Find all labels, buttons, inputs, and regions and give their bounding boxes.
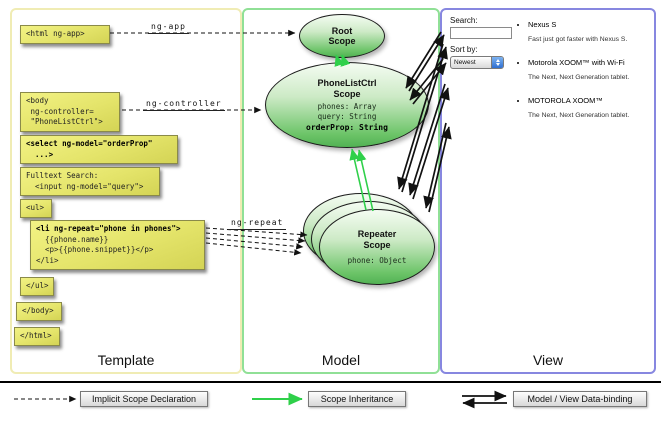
code-fulltext: Fulltext Search: <input ng-model="query"… [20,167,160,196]
code-li-head: <li ng-repeat="phone in phones"> [36,224,181,233]
sort-label: Sort by: [450,45,478,54]
model-column-label: Model [321,352,361,368]
code-ul-open: <ul> [20,199,52,218]
code-li-repeat: <li ng-repeat="phone in phones"> {{phone… [30,220,205,270]
code-html-open: <html ng-app> [20,25,110,44]
root-scope-label: Root Scope [328,25,356,46]
view-column-label: View [532,352,564,368]
sort-selected-value: Newest [454,59,476,66]
phone-desc: Fast just got faster with Nexus S. [528,36,628,43]
legend-scope-inheritance: Scope Inheritance [308,391,406,407]
phone-name: Motorola XOOM™ with Wi-Fi [528,58,625,67]
phone-desc: The Next, Next Generation tablet. [528,74,630,81]
repeater-scope-label: Repeater Scope [357,229,397,250]
repeater-scope-prop: phone: Object [347,255,407,265]
legend-separator [0,381,661,383]
phone-list-item: Motorola XOOM™ with Wi-Fi The Next, Next… [528,58,661,81]
legend-implicit-scope-declaration: Implicit Scope Declaration [80,391,208,407]
code-ul-close: </ul> [20,277,54,296]
phone-list: Nexus S Fast just got faster with Nexus … [512,14,661,134]
repeater-scope-ellipse-front: Repeater Scope phone: Object [319,209,435,285]
template-column-label: Template [97,352,155,368]
code-html-close: </html> [14,327,60,346]
phonelistctrl-scope-orderprop: orderProp: String [306,122,388,132]
ng-app-arrow-label: ng-app [148,22,189,34]
code-select: <select ng-model="orderProp" ...> [20,135,178,164]
dropdown-arrows-icon [491,57,503,68]
legend-model-view-databinding: Model / View Data-binding [513,391,647,407]
phone-list-item: MOTOROLA XOOM™ The Next, Next Generation… [528,96,661,119]
sort-dropdown[interactable]: Newest [450,56,504,69]
code-body-open: <body ng-controller= "PhoneListCtrl"> [20,92,120,132]
root-scope-ellipse: Root Scope [299,14,385,58]
phone-name: Nexus S [528,20,557,29]
search-input[interactable] [450,27,512,39]
code-li-body: {{phone.name}} <p>{{phone.snippet}}</p> … [36,234,154,265]
phonelistctrl-scope-ellipse: PhoneListCtrl Scope phones: Array query:… [265,62,429,148]
view-column: View [440,8,656,374]
code-body-close: </body> [16,302,62,321]
ng-repeat-arrow-label: ng-repeat [228,218,287,230]
legend-double-arrow-icon [462,390,507,409]
phonelistctrl-scope-props: phones: Array query: String [317,102,377,121]
search-label: Search: [450,16,478,25]
phone-list-item: Nexus S Fast just got faster with Nexus … [528,20,661,43]
phonelistctrl-scope-label: PhoneListCtrl Scope [317,78,377,99]
phone-desc: The Next, Next Generation tablet. [528,112,630,119]
ng-controller-arrow-label: ng-controller [143,99,225,111]
phone-name: MOTOROLA XOOM™ [528,96,603,105]
